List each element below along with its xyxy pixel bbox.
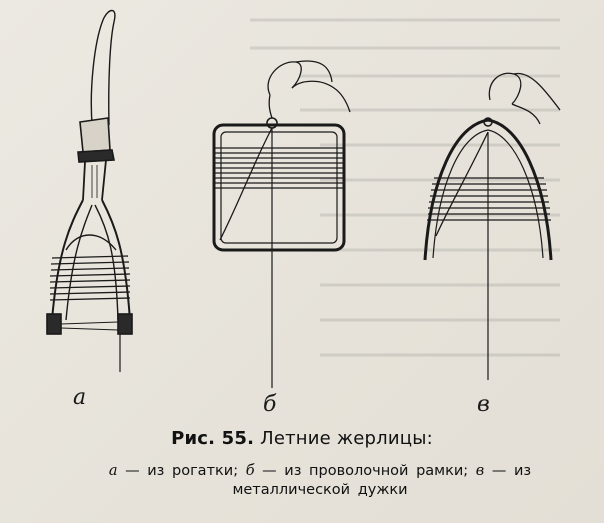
caption-line-2: металлической дужки (232, 482, 408, 498)
caption-letter-a: а (108, 463, 118, 479)
figure-number: Рис. 55. (171, 428, 255, 449)
caption-text-a: — из рогатки; (125, 463, 239, 479)
figure-label-c: в (477, 392, 490, 417)
caption-letter-c: в (475, 463, 485, 479)
figure-title: Летние жерлицы: (260, 428, 433, 449)
caption-body: а — из рогатки; б — из проволочной рамки… (60, 462, 580, 500)
slingshot-figure (46, 9, 133, 372)
wire-frame-figure (212, 60, 351, 388)
caption-text-b: — из проволочной рамки; (262, 463, 469, 479)
figure-label-a: а (73, 385, 87, 410)
figure-label-b: б (263, 392, 277, 417)
caption-title: Рис. 55. Летние жерлицы: (0, 428, 604, 449)
metal-arc-figure (423, 72, 561, 380)
caption-letter-b: б (245, 463, 255, 479)
caption-text-c: — из (491, 463, 532, 479)
